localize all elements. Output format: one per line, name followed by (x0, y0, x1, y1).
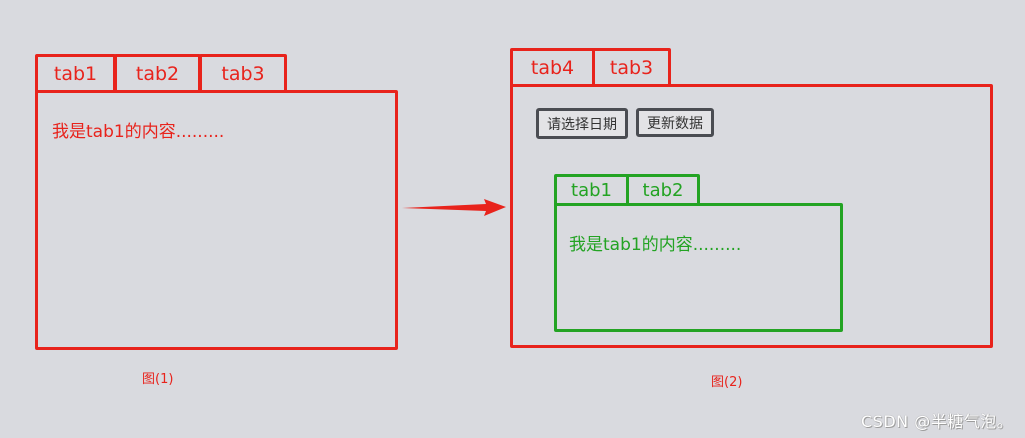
fig1-caption: 图(1) (142, 372, 174, 387)
fig1-tab-panel: 我是tab1的内容......... (35, 90, 398, 350)
select-date-button[interactable]: 请选择日期 (536, 108, 628, 139)
inner-tab-panel: 我是tab1的内容......... (554, 203, 843, 332)
fig2-tab-3[interactable]: tab3 (592, 48, 671, 87)
fig1-tab-content: 我是tab1的内容......... (52, 122, 225, 142)
inner-tab-1[interactable]: tab1 (554, 174, 629, 206)
arrow-right-icon (402, 199, 506, 216)
inner-tab-content: 我是tab1的内容......... (569, 235, 742, 255)
fig1-tab-2[interactable]: tab2 (114, 54, 201, 93)
fig2-tab-4[interactable]: tab4 (510, 48, 595, 87)
fig2-caption: 图(2) (711, 375, 743, 390)
fig1-tab-1[interactable]: tab1 (35, 54, 116, 93)
fig2-tab-panel (510, 84, 993, 348)
watermark: CSDN @半糖气泡。 (861, 412, 1014, 431)
inner-tab-2[interactable]: tab2 (626, 174, 700, 206)
update-data-button[interactable]: 更新数据 (636, 108, 714, 137)
fig1-tab-3[interactable]: tab3 (199, 54, 287, 93)
